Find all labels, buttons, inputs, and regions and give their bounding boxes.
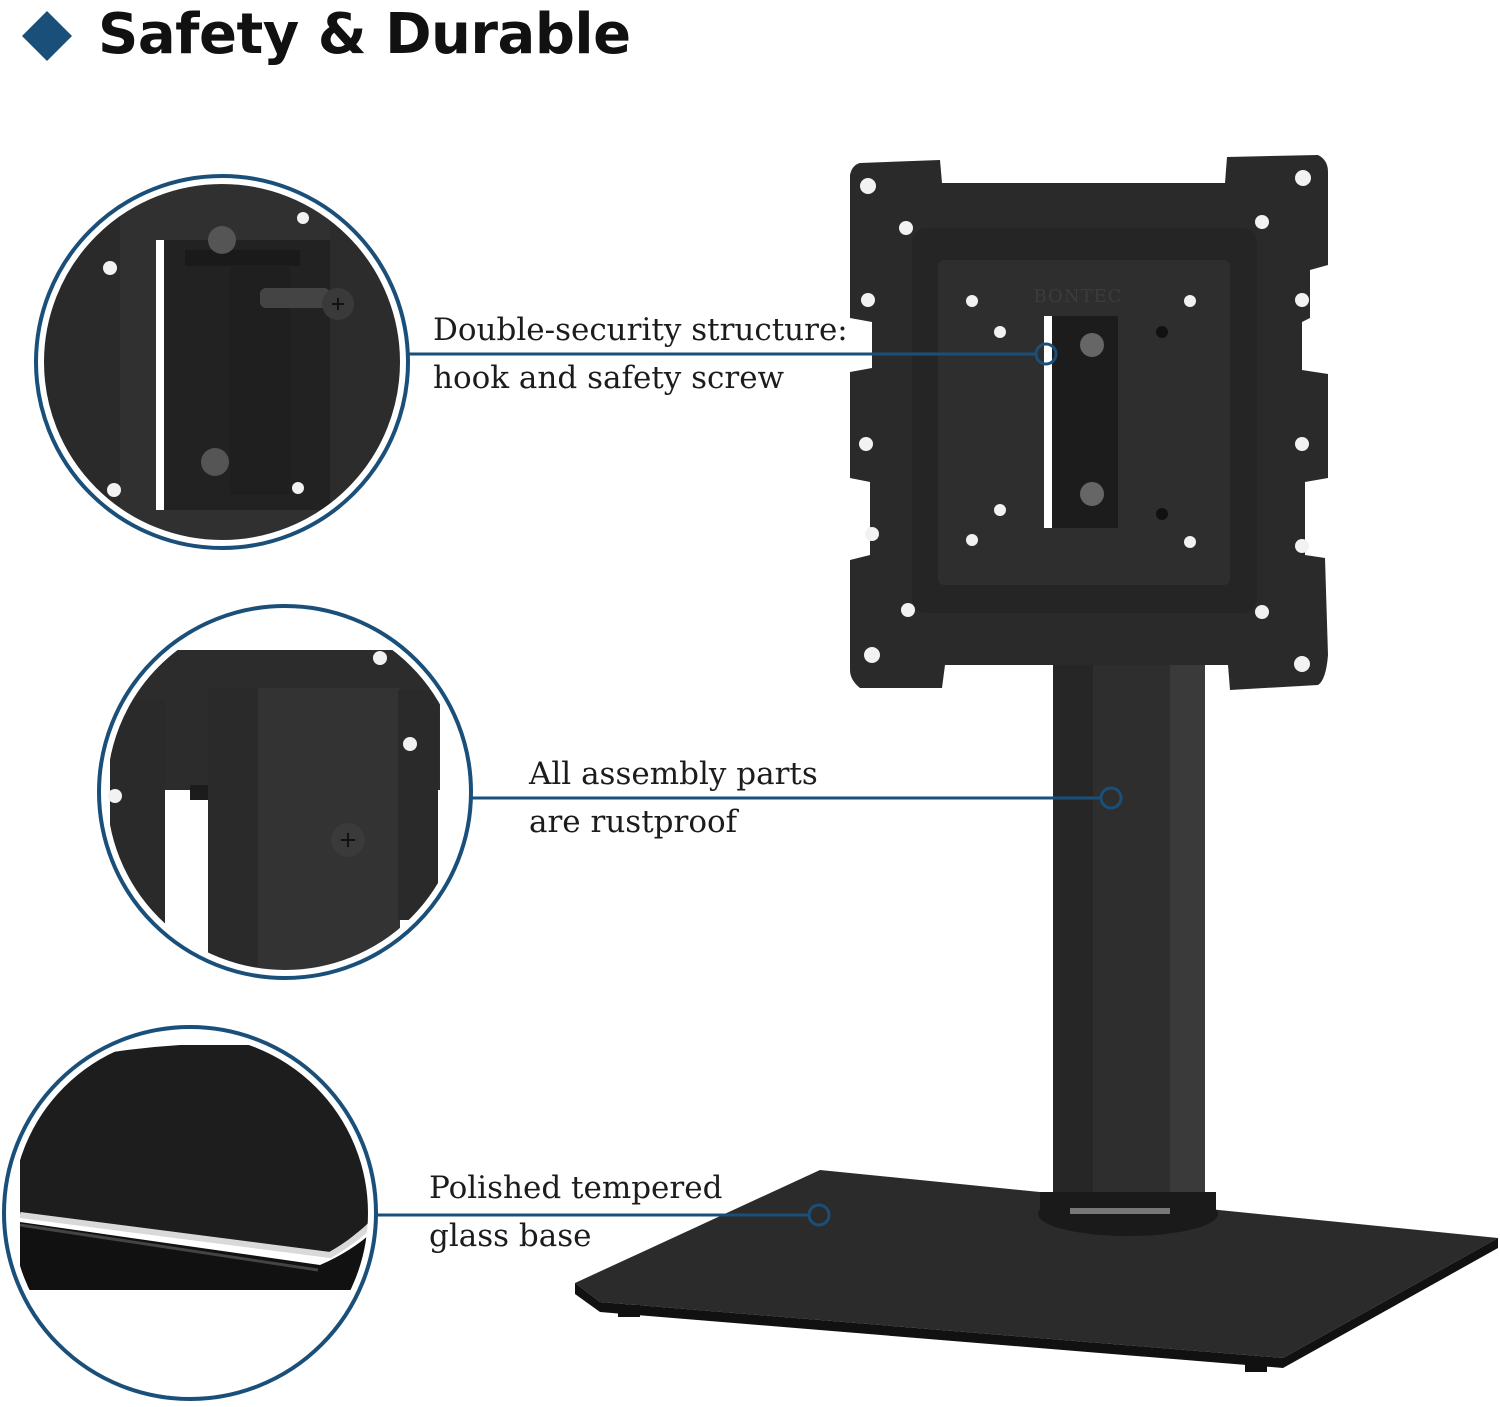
callout-rustproof: All assembly parts are rustproof [529,750,818,846]
brand-mark: BONTEC [1034,286,1123,307]
page-title: Safety & Durable [98,2,631,67]
stand-column [1038,660,1218,1236]
callout-glass-line1: Polished tempered [429,1170,723,1206]
detail-circle-hook [34,174,410,550]
detail-circle-glass [2,1025,378,1401]
glass-base [575,1170,1498,1372]
detail-circle-rustproof [97,604,473,980]
vesa-mount-plate [850,155,1328,690]
leader-line-glass [376,1203,831,1227]
callout-glass-line2: glass base [429,1218,592,1254]
callout-rustproof-line1: All assembly parts [529,756,818,792]
callout-glass: Polished tempered glass base [429,1164,722,1260]
callout-hook-line2: hook and safety screw [433,360,785,396]
callout-hook-line1: Double-security structure: [433,312,848,348]
diamond-icon [22,11,72,61]
leader-line-hook [408,342,1058,366]
callout-hook: Double-security structure: hook and safe… [433,306,848,402]
leader-line-rustproof [471,786,1123,810]
callout-rustproof-line2: are rustproof [529,804,738,840]
